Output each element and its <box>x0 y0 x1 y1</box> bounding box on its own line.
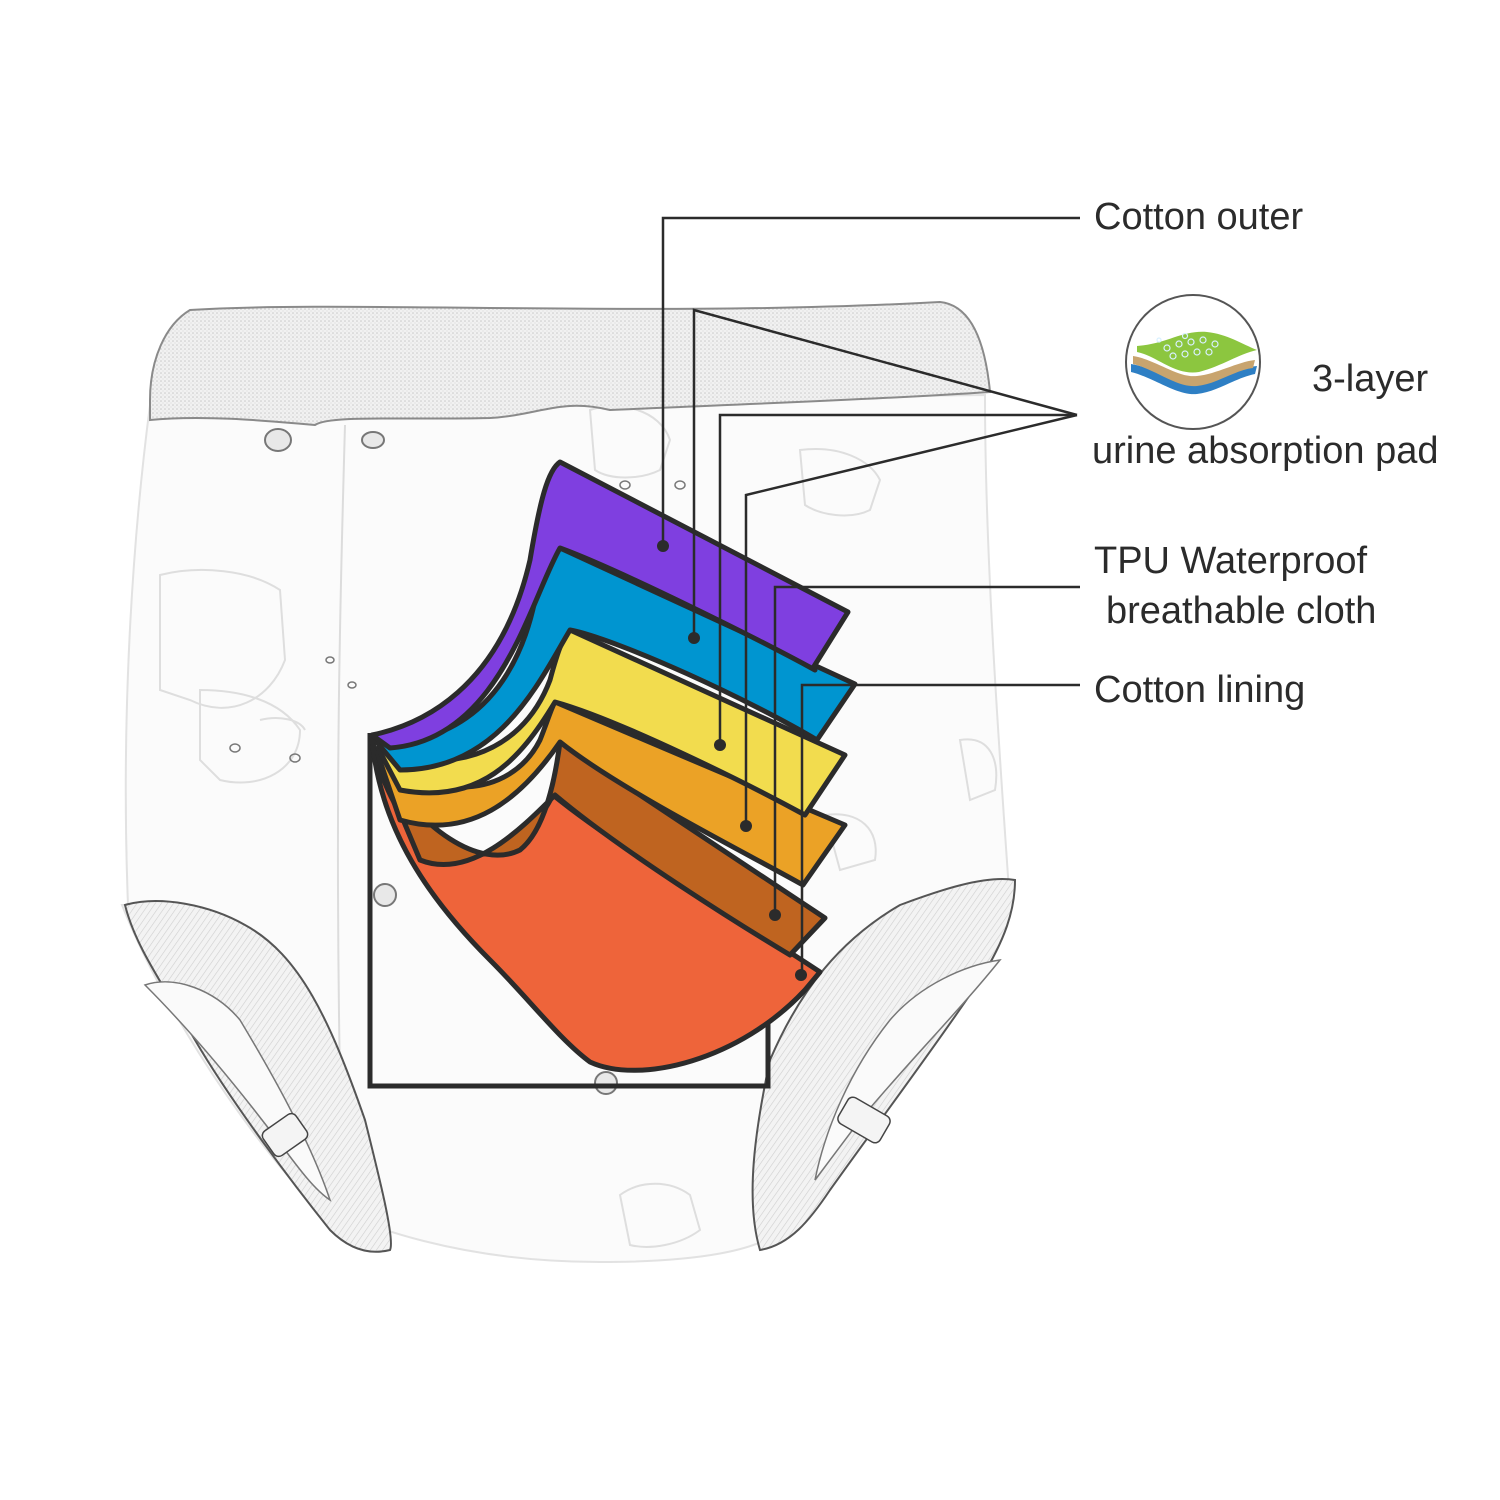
leader-lines <box>661 216 1080 972</box>
print-dots <box>229 480 686 763</box>
leader-dots <box>657 540 807 981</box>
layer-stack <box>369 459 858 1073</box>
leader-pad-2 <box>718 413 1077 745</box>
dot-tpu <box>769 909 781 921</box>
dot-cotton-lining <box>795 969 807 981</box>
leader-cotton-lining <box>800 683 1080 972</box>
leader-pad-1 <box>692 308 1078 635</box>
side-seam <box>336 424 346 1081</box>
leg-fasteners <box>261 1096 891 1158</box>
label-three-layer: 3-layer <box>1312 358 1429 400</box>
label-cotton-lining: Cotton lining <box>1094 669 1306 711</box>
dot-pad-3 <box>740 820 752 832</box>
three-layer-pad-icon <box>1131 331 1257 395</box>
layer-pad-3 <box>375 699 848 888</box>
badge-layer-tan <box>1133 356 1255 387</box>
layer-cotton-outer <box>369 459 851 751</box>
leader-cotton-outer <box>661 216 1080 545</box>
elephant-prints <box>159 405 998 1248</box>
layer-pad-1 <box>372 545 858 773</box>
dot-cotton-outer <box>657 540 669 552</box>
label-tpu-line2: breathable cloth <box>1106 590 1377 632</box>
leader-pad-3 <box>744 413 1078 826</box>
label-absorption-pad: urine absorption pad <box>1092 430 1439 472</box>
dot-pad-1 <box>688 632 700 644</box>
badge-layer-blue <box>1131 364 1257 395</box>
three-layer-pad-badge <box>1125 294 1261 430</box>
right-leg-opening <box>814 958 1002 1181</box>
badge-layer-green <box>1137 331 1257 373</box>
dot-pad-2 <box>714 739 726 751</box>
badge-bubbles <box>1156 332 1219 360</box>
label-cotton-outer: Cotton outer <box>1094 196 1304 238</box>
leader-tpu <box>773 585 1080 913</box>
label-tpu-line1: TPU Waterproof <box>1094 540 1368 582</box>
layer-tpu <box>375 739 828 958</box>
layer-frame-box <box>367 733 771 1089</box>
